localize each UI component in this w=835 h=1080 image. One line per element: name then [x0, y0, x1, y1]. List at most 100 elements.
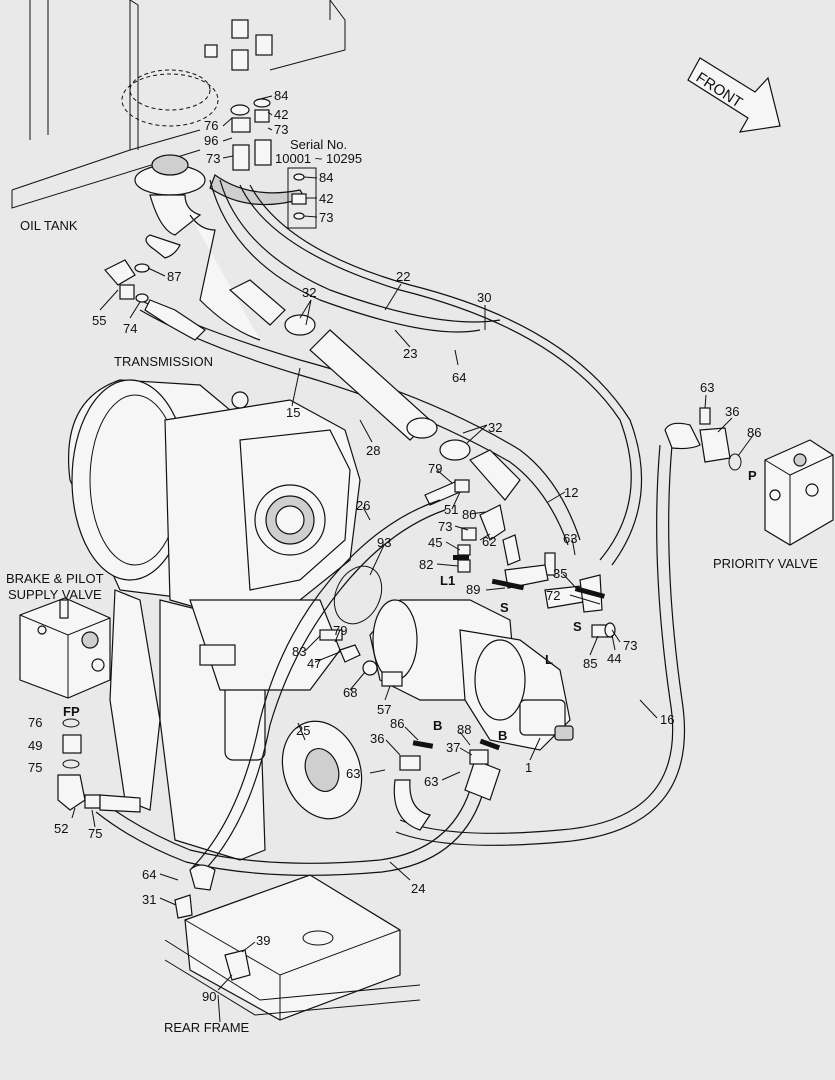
part-number: 64 [142, 867, 156, 882]
part-number: 26 [356, 498, 370, 513]
mid-fittings [199, 479, 616, 687]
port-letter: B [433, 718, 442, 733]
serial-box [287, 167, 317, 229]
top-fittings [204, 19, 306, 206]
part-number: 1 [525, 760, 532, 775]
part-number: 80 [462, 507, 476, 522]
part-number: 44 [607, 651, 621, 666]
part-number: 85 [583, 656, 597, 671]
part-number: 62 [482, 534, 496, 549]
rear-frame [164, 864, 421, 1021]
part-number: 64 [452, 370, 466, 385]
port-letter: S [500, 600, 509, 615]
part-number: 63 [346, 766, 360, 781]
port-letter: L [545, 652, 553, 667]
leader-lines [63, 95, 755, 1023]
part-number: 42 [274, 107, 288, 122]
port-letter: FP [63, 704, 80, 719]
part-number: 76 [28, 715, 42, 730]
part-number: 16 [660, 712, 674, 727]
part-number: 63 [424, 774, 438, 789]
caption-serial-1: Serial No. [290, 137, 347, 152]
left-fittings [104, 259, 206, 341]
caption-priority-valve: PRIORITY VALVE [713, 556, 818, 571]
part-number: 93 [377, 535, 391, 550]
oring-93 [333, 565, 383, 625]
part-number: 86 [390, 716, 404, 731]
part-number: 83 [292, 644, 306, 659]
transmission [68, 379, 361, 861]
part-number: 73 [206, 151, 220, 166]
part-number: 37 [446, 740, 460, 755]
part-number: 22 [396, 269, 410, 284]
part-number: 73 [274, 122, 288, 137]
port-letter: L1 [440, 573, 455, 588]
main-pump [369, 599, 574, 751]
part-number: 49 [28, 738, 42, 753]
part-number: 32 [302, 285, 316, 300]
part-number: 63 [700, 380, 714, 395]
part-number: 15 [286, 405, 300, 420]
caption-transmission: TRANSMISSION [114, 354, 213, 369]
part-number: 36 [725, 404, 739, 419]
part-number: 84 [319, 170, 333, 185]
part-number: 63 [563, 531, 577, 546]
part-number: 45 [428, 535, 442, 550]
part-number: 73 [319, 210, 333, 225]
priority-valve [664, 407, 834, 546]
part-number: 32 [488, 420, 502, 435]
caption-rear-frame: REAR FRAME [164, 1020, 250, 1035]
caption-brake-pilot-2: SUPPLY VALVE [8, 587, 102, 602]
part-number: 73 [623, 638, 637, 653]
caption-serial-2: 10001 ~ 10295 [275, 151, 362, 166]
part-number: 86 [747, 425, 761, 440]
flange-plate [281, 720, 363, 820]
port-letter: B [498, 728, 507, 743]
part-number: 24 [411, 881, 425, 896]
part-number: 52 [54, 821, 68, 836]
part-number: 79 [428, 461, 442, 476]
part-number: 55 [92, 313, 106, 328]
part-number: 79 [333, 623, 347, 638]
caption-brake-pilot-1: BRAKE & PILOT [6, 571, 104, 586]
oil-tank [11, 0, 346, 341]
port-letter: S [573, 619, 582, 634]
part-number: 12 [564, 485, 578, 500]
lower-pipes [393, 749, 501, 831]
suction-pipe [145, 234, 521, 501]
part-number: 96 [204, 133, 218, 148]
part-number: 75 [28, 760, 42, 775]
part-number: 23 [403, 346, 417, 361]
part-number: 87 [167, 269, 181, 284]
part-number: 82 [419, 557, 433, 572]
part-number: 39 [256, 933, 270, 948]
part-number: 73 [438, 519, 452, 534]
part-number: 57 [377, 702, 391, 717]
part-number: 28 [366, 443, 380, 458]
part-number-labels: 84 42 73 76 96 73 84 42 73 87 55 74 32 2… [28, 88, 761, 1004]
part-number: 89 [466, 582, 480, 597]
part-number: 76 [204, 118, 218, 133]
port-bars [412, 555, 606, 751]
front-arrow [687, 57, 781, 133]
part-number: 30 [477, 290, 491, 305]
part-number: 51 [444, 502, 458, 517]
part-number: 88 [457, 722, 471, 737]
part-number: 72 [546, 588, 560, 603]
caption-oil-tank: OIL TANK [20, 218, 78, 233]
part-number: 74 [123, 321, 137, 336]
part-number: 75 [88, 826, 102, 841]
part-number: 42 [319, 191, 333, 206]
pump-hoses [95, 444, 686, 876]
brake-pilot-valve [19, 597, 141, 813]
part-number: 90 [202, 989, 216, 1004]
part-number: 31 [142, 892, 156, 907]
part-number: 35 [553, 566, 567, 581]
part-number: 36 [370, 731, 384, 746]
part-number: 47 [307, 656, 321, 671]
part-number: 84 [274, 88, 288, 103]
port-letter: P [748, 468, 757, 483]
part-number: 68 [343, 685, 357, 700]
part-number: 25 [296, 723, 310, 738]
